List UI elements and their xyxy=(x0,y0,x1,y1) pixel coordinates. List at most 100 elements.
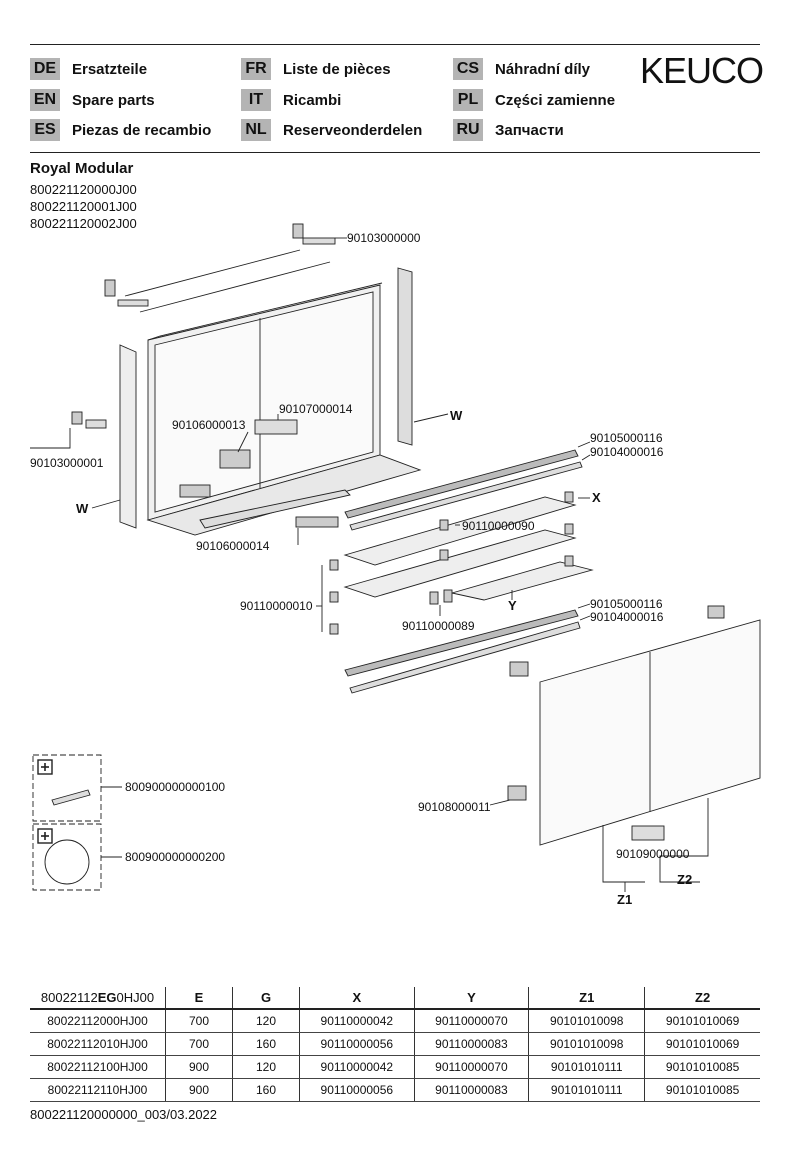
table-cell: 90110000070 xyxy=(413,1009,529,1033)
table-cell: 120 xyxy=(232,1009,300,1033)
brand-logo: KEUCO xyxy=(640,50,764,91)
header-part: 0HJ00 xyxy=(116,990,155,1005)
table-cell: 90110000083 xyxy=(413,1078,529,1102)
lang-code: ES xyxy=(30,119,60,141)
top-bracket-parts xyxy=(104,223,347,313)
lang-row-ru: RU Запчасти xyxy=(453,119,564,141)
product-name: Royal Modular xyxy=(30,160,134,177)
cabinet-body xyxy=(146,282,422,536)
table-cell: 90110000083 xyxy=(413,1032,529,1056)
lang-code: RU xyxy=(453,119,483,141)
table-cell: 80022112010HJ00 xyxy=(30,1032,166,1056)
glass-shelves xyxy=(316,491,594,635)
table-cell: 90110000056 xyxy=(299,1032,415,1056)
callout-label: 90104000016 xyxy=(590,610,664,624)
callout-label: 90105000116 xyxy=(590,597,663,611)
table-cell: 90110000042 xyxy=(299,1055,415,1079)
lang-label: Запчасти xyxy=(495,121,564,139)
product-number: 800221120000J00 xyxy=(30,182,137,197)
callout-label: 90106000014 xyxy=(196,539,270,553)
led-strips-upper xyxy=(344,441,591,531)
mirror-doors xyxy=(489,605,761,892)
lang-label: Liste de pièces xyxy=(283,60,391,78)
table-cell: 90110000056 xyxy=(299,1078,415,1102)
lang-label: Ricambi xyxy=(283,91,342,109)
callout-label: 90104000016 xyxy=(590,445,664,459)
callout-label: 90107000014 xyxy=(279,402,353,416)
lang-row-cs: CS Náhradní díly xyxy=(453,58,590,80)
table-cell: 900 xyxy=(165,1078,233,1102)
right-side-panel xyxy=(397,267,449,446)
lang-label: Náhradní díly xyxy=(495,60,591,78)
table-cell: 80022112000HJ00 xyxy=(30,1009,166,1033)
lang-code: NL xyxy=(241,119,271,141)
table-cell: 90110000042 xyxy=(299,1009,415,1033)
left-side-panel xyxy=(91,344,137,529)
table-header: Z2 xyxy=(644,987,760,1010)
table-cell: 160 xyxy=(232,1078,300,1102)
table-cell: 700 xyxy=(165,1009,233,1033)
table-row: 80022112010HJ00 700 160 90110000056 9011… xyxy=(30,1032,760,1056)
lang-code: IT xyxy=(241,89,271,111)
callout-label: Y xyxy=(508,598,517,613)
table-cell: 90101010069 xyxy=(644,1032,760,1056)
side-bracket xyxy=(30,411,107,449)
header-bottom-rule xyxy=(30,152,760,153)
bottom-trim xyxy=(199,489,351,545)
accessory-boxes xyxy=(32,754,122,891)
table-cell: 90110000070 xyxy=(413,1055,529,1079)
callout-label: 800900000000200 xyxy=(125,850,225,864)
table-cell: 700 xyxy=(165,1032,233,1056)
lang-label: Ersatzteile xyxy=(72,60,148,78)
table-cell: 90101010085 xyxy=(644,1078,760,1102)
callout-label: X xyxy=(592,490,601,505)
callout-label: 90110000090 xyxy=(462,519,535,533)
table-cell: 90101010098 xyxy=(528,1009,645,1033)
lang-row-en: EN Spare parts xyxy=(30,89,155,111)
table-cell: 90101010098 xyxy=(528,1032,645,1056)
lang-label: Części zamienne xyxy=(495,91,616,109)
lang-row-fr: FR Liste de pièces xyxy=(241,58,391,80)
led-strips-lower xyxy=(344,603,591,694)
table-cell: 90101010085 xyxy=(644,1055,760,1079)
lang-label: Piezas de recambio xyxy=(72,121,212,139)
lang-row-it: IT Ricambi xyxy=(241,89,341,111)
callout-label: Z2 xyxy=(677,872,692,887)
product-number: 800221120002J00 xyxy=(30,216,137,231)
table-cell: 90101010111 xyxy=(528,1078,645,1102)
table-cell: 90101010111 xyxy=(528,1055,645,1079)
table-header: Y xyxy=(413,987,529,1010)
callout-label: Z1 xyxy=(617,892,632,907)
table-row: 80022112100HJ00 900 120 90110000042 9011… xyxy=(30,1055,760,1079)
table-row: 80022112000HJ00 700 120 90110000042 9011… xyxy=(30,1009,760,1033)
table-row: 80022112110HJ00 900 160 90110000056 9011… xyxy=(30,1078,760,1102)
table-header: Z1 xyxy=(528,987,645,1010)
callout-label: 90110000010 xyxy=(240,599,313,613)
lang-row-pl: PL Części zamienne xyxy=(453,89,615,111)
table-cell: 120 xyxy=(232,1055,300,1079)
table-header: 80022112EG0HJ00 xyxy=(30,987,166,1010)
table-cell: 80022112110HJ00 xyxy=(30,1078,166,1102)
callout-label: 90110000089 xyxy=(402,619,475,633)
exploded-view-diagram: 90103000000 90103000001 W W 90106000013 … xyxy=(30,223,761,907)
table-cell: 900 xyxy=(165,1055,233,1079)
lang-row-de: DE Ersatzteile xyxy=(30,58,147,80)
lang-code: CS xyxy=(453,58,483,80)
callout-label: 90109000000 xyxy=(616,847,690,861)
callout-label: 90103000001 xyxy=(30,456,104,470)
parts-table: 80022112EG0HJ00 E G X Y Z1 Z2 8002211200… xyxy=(30,987,760,1102)
lang-code: FR xyxy=(241,58,271,80)
lang-code: PL xyxy=(453,89,483,111)
lang-row-es: ES Piezas de recambio xyxy=(30,119,211,141)
header-part-bold: EG xyxy=(97,990,117,1005)
table-header-row: 80022112EG0HJ00 E G X Y Z1 Z2 xyxy=(30,987,760,1010)
table-header: X xyxy=(299,987,415,1010)
table-cell: 90101010069 xyxy=(644,1009,760,1033)
callout-label: 90106000013 xyxy=(172,418,246,432)
lang-code: DE xyxy=(30,58,60,80)
lang-code: EN xyxy=(30,89,60,111)
callout-label: 90105000116 xyxy=(590,431,663,445)
table-cell: 160 xyxy=(232,1032,300,1056)
callout-label: 90108000011 xyxy=(418,800,491,814)
table-header: E xyxy=(165,987,233,1010)
